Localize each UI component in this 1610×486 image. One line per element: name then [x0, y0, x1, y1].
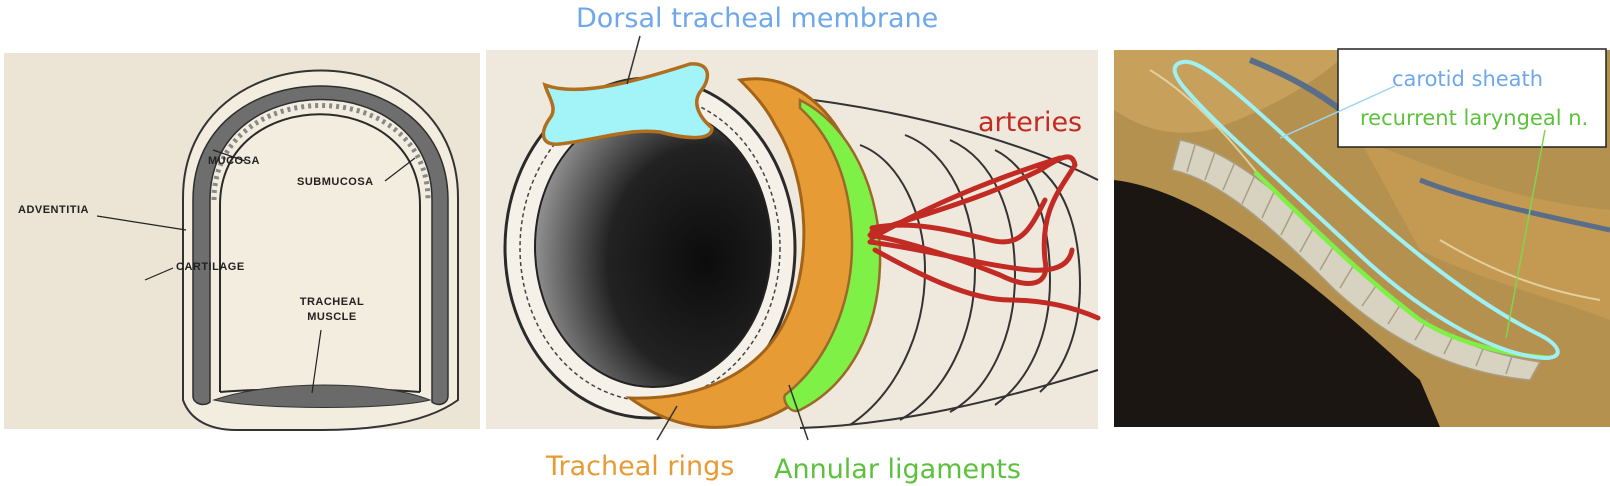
ligaments-leader — [788, 384, 809, 441]
arteries-overlay — [867, 154, 1101, 321]
mucosa-label: MUCOSA — [208, 155, 260, 167]
dark-background — [1114, 180, 1440, 427]
tracheal-muscle-label-1: TRACHEAL — [300, 296, 365, 308]
muscle-leader — [311, 329, 322, 394]
dorsal-membrane-label: Dorsal tracheal membrane — [576, 3, 938, 34]
carotid-sheath-label: carotid sheath — [1392, 67, 1543, 91]
sheath-leader — [1279, 85, 1396, 139]
dissection-photo-panel: carotid sheath recurrent laryngeal n. — [1114, 48, 1610, 427]
nerve-leader — [1505, 129, 1546, 339]
tissue-region — [1360, 140, 1610, 320]
cartilage-leader — [144, 267, 174, 281]
tracheal-muscle-band — [212, 384, 432, 408]
adventitia-outline — [182, 69, 459, 431]
submucosa-label: SUBMUCOSA — [297, 176, 374, 188]
cartilage-ring — [192, 85, 449, 406]
adventitia-label: ADVENTITIA — [18, 204, 89, 216]
arteries-label: arteries — [978, 107, 1082, 138]
tracheal-muscle-label-2: MUSCLE — [307, 311, 356, 323]
recurrent-laryngeal-label: recurrent laryngeal n. — [1360, 106, 1588, 130]
cartilage-label: CARTILAGE — [176, 261, 245, 273]
mucosa-line — [219, 113, 421, 392]
carotid-sheath-overlay — [1172, 59, 1560, 361]
cross-section-panel: MUCOSA SUBMUCOSA ADVENTITIA CARTILAGE TR… — [4, 53, 480, 431]
vessel — [1419, 177, 1610, 233]
trachea-drawing-panel: Dorsal tracheal membrane arteries Trache… — [486, 3, 1101, 485]
label-box — [1337, 48, 1607, 148]
tracheal-rings-label: Tracheal rings — [545, 451, 734, 482]
dorsal-membrane-overlay — [541, 62, 714, 146]
nerve-fiber — [1439, 239, 1601, 301]
rings-leader — [656, 405, 678, 441]
tracheal-lumen — [534, 106, 772, 388]
annular-ligaments-label: Annular ligaments — [774, 454, 1021, 485]
adventitia-leader — [96, 215, 187, 231]
submucosa-leader — [384, 157, 416, 182]
recurrent-laryngeal-nerve-overlay — [1253, 170, 1551, 361]
submucosa-layer — [211, 103, 431, 201]
mucosa-leader — [212, 149, 246, 162]
annular-ligament-overlay — [783, 97, 882, 413]
membrane-leader — [626, 35, 641, 85]
